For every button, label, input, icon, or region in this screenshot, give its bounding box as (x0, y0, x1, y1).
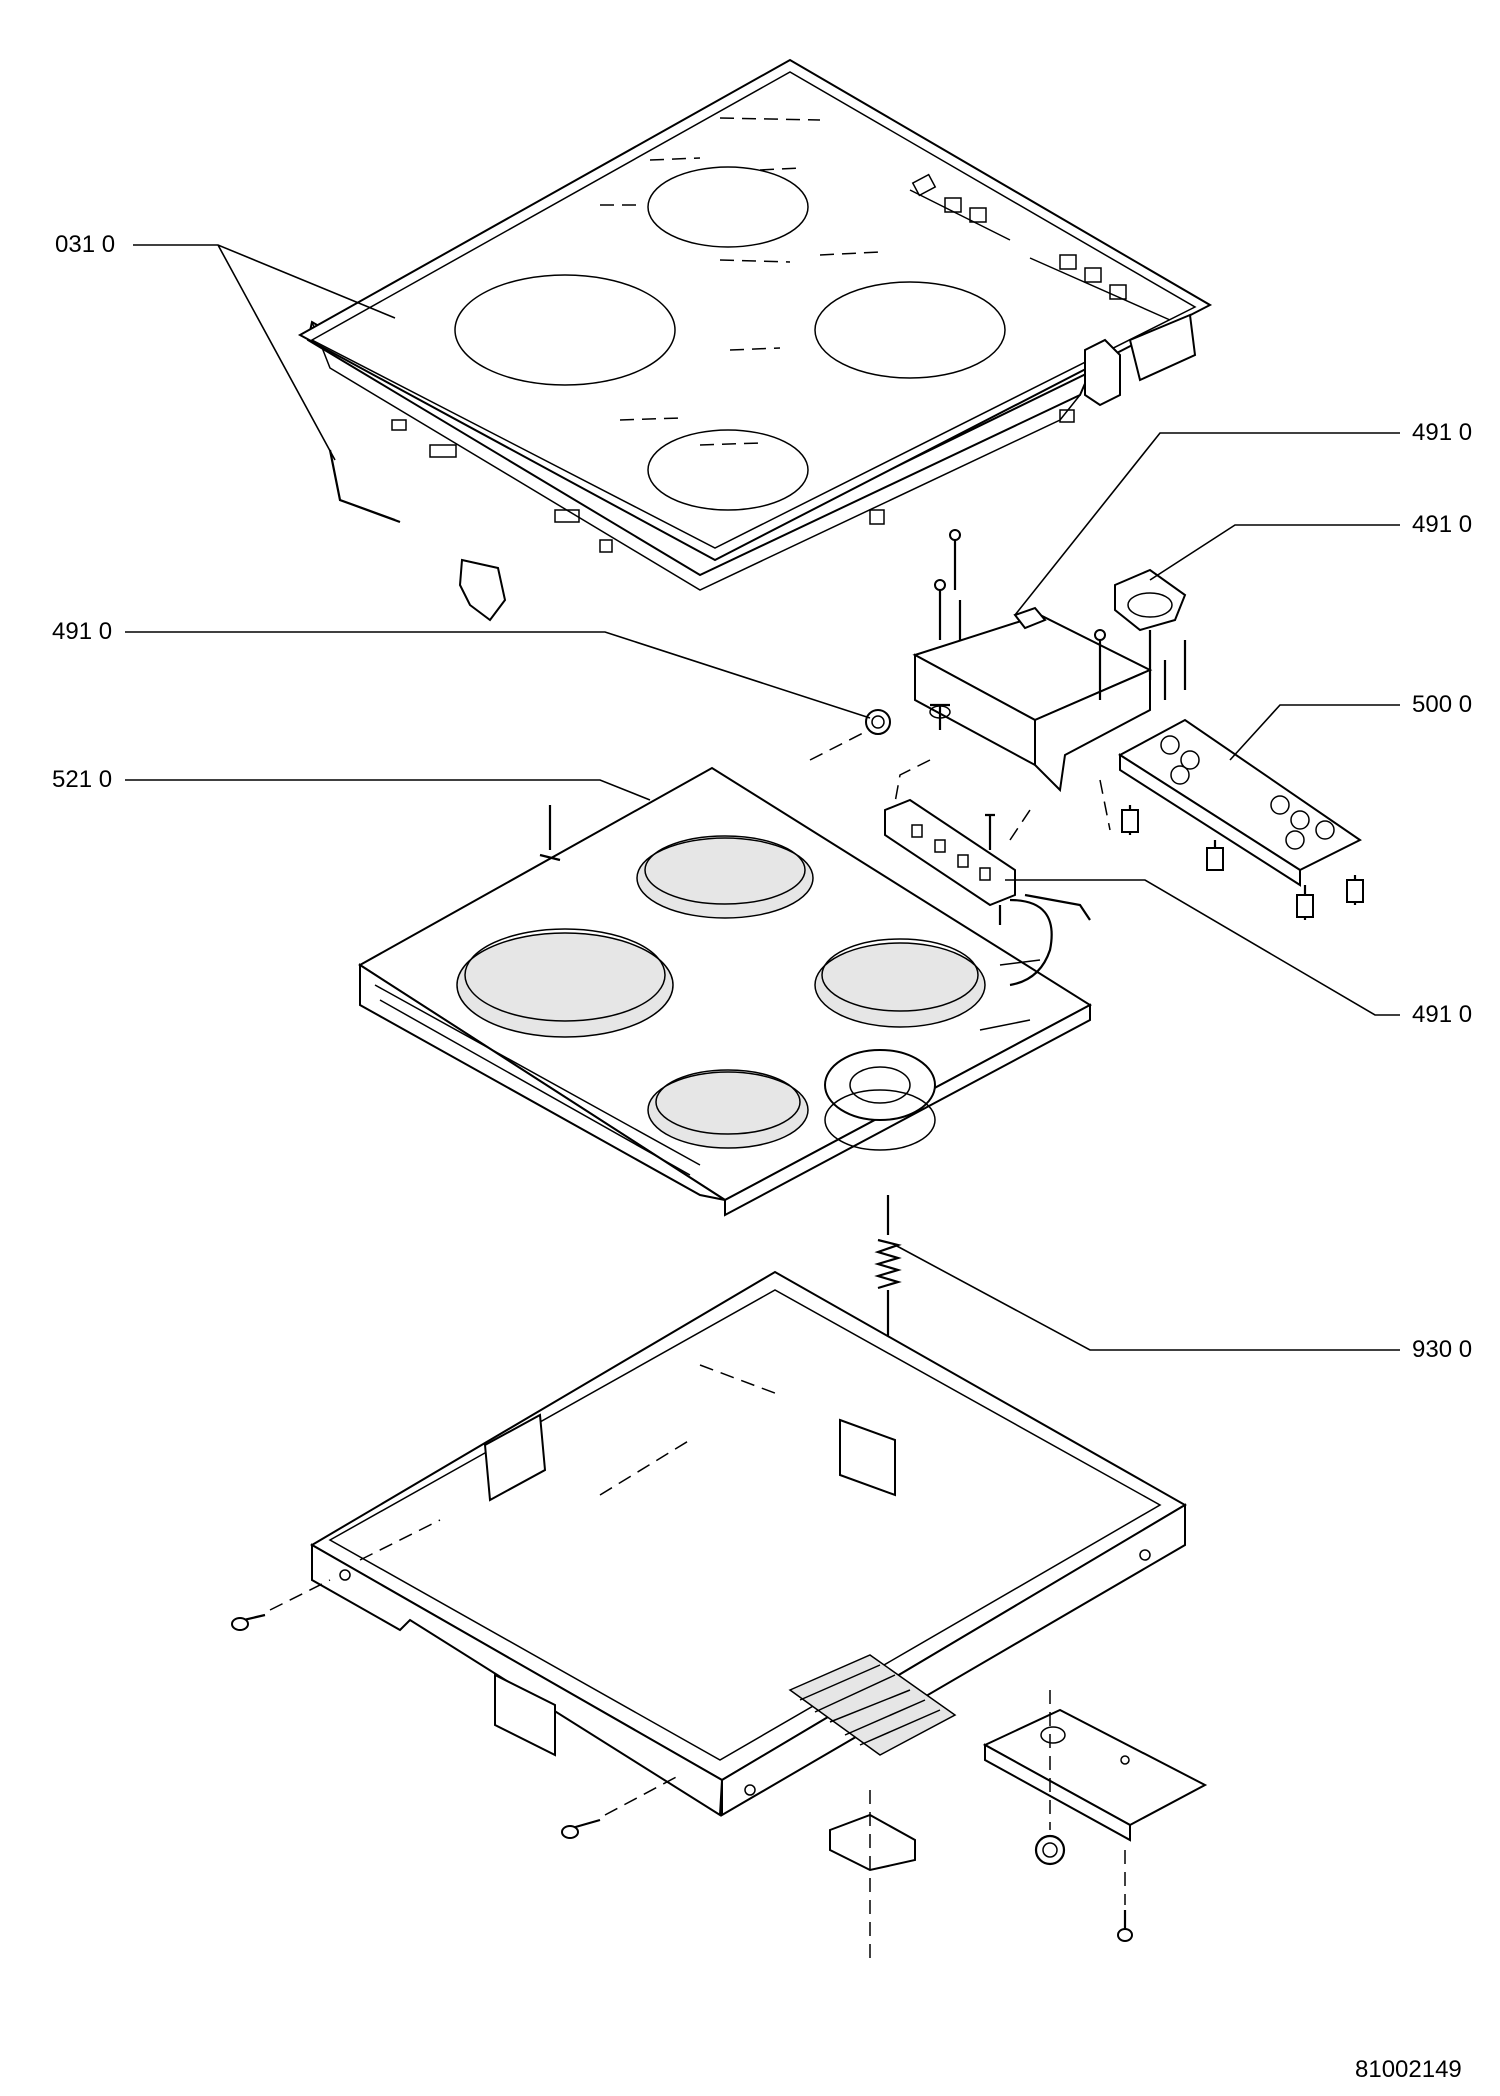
callout-control-box: 491 0 (1412, 419, 1473, 446)
chassis-fasteners (231, 1579, 916, 1960)
touch-control-board (1118, 718, 1364, 920)
callout-knob-part: 491 0 (1412, 511, 1473, 538)
connector-strip (884, 798, 1091, 987)
rotary-part (1114, 568, 1187, 700)
bottom-chassis (310, 1270, 1187, 1817)
heating-element-tray (358, 766, 1092, 1217)
allen-key (328, 449, 401, 524)
callout-glass-top: 031 0 (55, 231, 116, 258)
callout-heating-plate: 521 0 (52, 766, 113, 793)
glass-cooktop (297, 58, 1213, 591)
control-box (912, 529, 1153, 793)
grommet-part (809, 703, 951, 761)
cover-plate (982, 1690, 1208, 1942)
mounting-clip (458, 558, 507, 622)
callout-grommet: 491 0 (52, 618, 113, 645)
leader-lines (125, 244, 1400, 1351)
callout-touch-board: 500 0 (1412, 691, 1473, 718)
callout-connector: 491 0 (1412, 1001, 1473, 1028)
drawing-number: 81002149 (1355, 2056, 1462, 2083)
callout-spring: 930 0 (1412, 1336, 1473, 1363)
